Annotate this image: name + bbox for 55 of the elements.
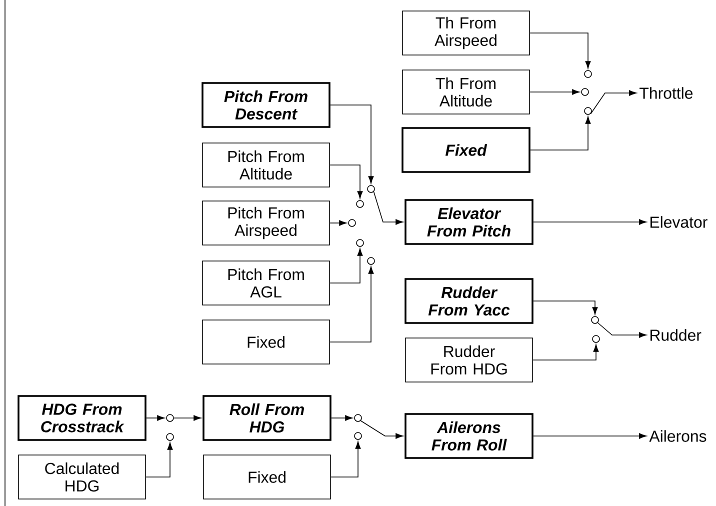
switch-contact (581, 88, 589, 96)
emphasized-process-box: HDG From Crosstrack (18, 395, 146, 441)
arrow (146, 415, 165, 421)
emphasized-process-box: Pitch From Descent (202, 82, 330, 128)
switch-contact (584, 70, 592, 78)
switch-contact (354, 414, 362, 422)
arrow (146, 442, 173, 478)
emphasized-process-box: Elevator From Pitch (404, 199, 534, 245)
switch-contact (354, 432, 362, 440)
arrow (530, 116, 591, 150)
process-box: Rudder From HDG (405, 338, 533, 382)
arrow (533, 300, 598, 315)
switch-contact (348, 219, 356, 227)
process-box: Calculated HDG (18, 454, 146, 500)
arrow (532, 344, 599, 360)
switch-contact (166, 414, 174, 422)
process-box: Pitch From AGL (202, 260, 330, 306)
arrow (360, 420, 404, 439)
process-box: Fixed (203, 454, 331, 500)
output-label: Elevator (650, 216, 708, 228)
arrow (331, 415, 353, 421)
process-box: Th From Altitude (402, 70, 530, 114)
arrow (174, 415, 202, 421)
arrow (530, 89, 580, 95)
emphasized-process-box: Ailerons From Roll (404, 413, 534, 459)
switch-contact (592, 335, 600, 343)
process-box: Pitch From Airspeed (202, 200, 330, 246)
process-box: Th From Airspeed (402, 10, 530, 56)
switch-contact (591, 316, 599, 324)
arrow (597, 322, 647, 338)
arrow (330, 266, 374, 342)
arrow (530, 32, 591, 69)
emphasized-process-box: Rudder From Yacc (404, 278, 534, 324)
process-box: Pitch From Altitude (202, 142, 330, 188)
switch-contact (356, 239, 364, 247)
process-box: Fixed (202, 320, 330, 364)
arrow (590, 90, 637, 114)
output-label: Rudder (650, 329, 702, 341)
emphasized-process-box: Roll From HDG (202, 395, 332, 441)
switch-contact (584, 107, 592, 115)
arrow (330, 248, 363, 284)
arrow (533, 433, 647, 439)
switch-contact (166, 433, 174, 441)
switch-contact (367, 185, 375, 193)
switch-contact (356, 200, 364, 208)
switch-contact (367, 257, 375, 265)
output-label: Throttle (640, 87, 693, 99)
arrow (330, 164, 363, 199)
arrow (330, 220, 347, 226)
arrow (373, 191, 404, 225)
arrow (533, 219, 647, 225)
arrow (330, 441, 361, 478)
output-label: Ailerons (649, 430, 706, 442)
arrow (330, 104, 374, 184)
emphasized-process-box: Fixed (402, 127, 530, 173)
